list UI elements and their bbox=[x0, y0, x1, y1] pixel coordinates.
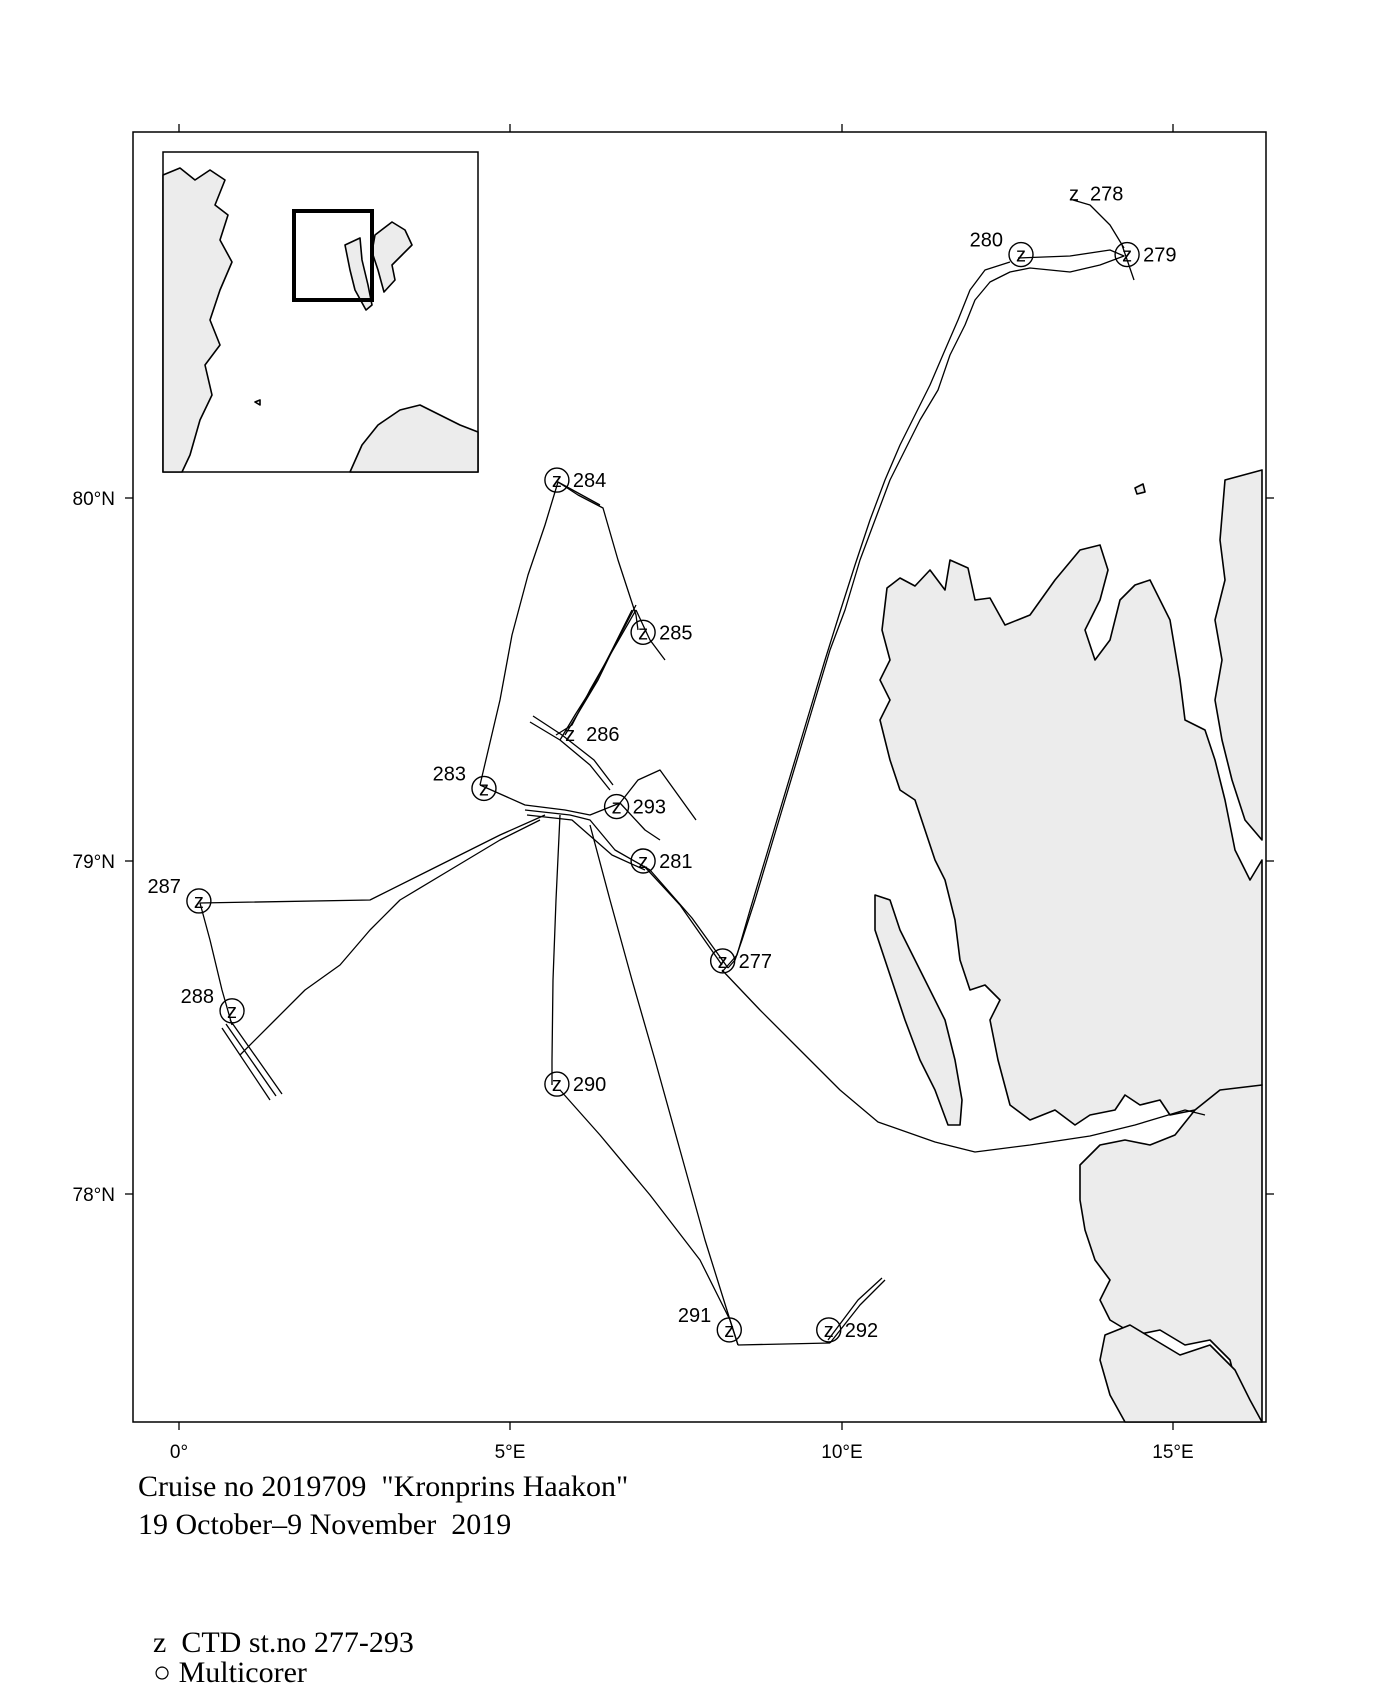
station-label-290: 290 bbox=[573, 1074, 606, 1096]
ctd-marker-285: z bbox=[638, 622, 648, 644]
multicorer-marker-281 bbox=[630, 848, 656, 874]
inset-greenland bbox=[162, 167, 233, 473]
cruise-caption-line1: Cruise no 2019709 "Kronprins Haakon" bbox=[138, 1470, 629, 1503]
multicorer-marker-285 bbox=[630, 619, 656, 646]
ctd-marker-284: z bbox=[552, 470, 562, 492]
multicorer-marker-283 bbox=[471, 775, 497, 802]
ctd-marker-288: z bbox=[227, 1001, 237, 1023]
multicorer-marker-284 bbox=[544, 467, 570, 493]
lon-tick-15e: 15°E bbox=[1152, 1442, 1193, 1463]
ctd-marker-291: z bbox=[724, 1320, 734, 1342]
axis-ticks bbox=[125, 124, 1274, 1430]
station-label-286: 286 bbox=[586, 724, 619, 746]
station-label-277: 277 bbox=[739, 951, 772, 973]
station-label-278: 278 bbox=[1090, 184, 1123, 206]
ctd-marker-293: z bbox=[612, 797, 622, 819]
ctd-marker-283: z bbox=[479, 778, 489, 800]
station-label-284: 284 bbox=[573, 470, 606, 492]
multicorer-marker-288 bbox=[219, 998, 245, 1024]
lat-tick-80n: 80°N bbox=[73, 489, 115, 510]
ctd-marker-279: z bbox=[1122, 245, 1132, 267]
ctd-marker-286: z bbox=[565, 724, 575, 746]
multicorer-marker-280 bbox=[1008, 241, 1034, 268]
inset-bear-island bbox=[254, 399, 261, 406]
lon-tick-5e: 5°E bbox=[495, 1442, 526, 1463]
multicorer-marker-290 bbox=[544, 1071, 570, 1097]
station-label-293: 293 bbox=[633, 797, 666, 819]
station-label-292: 292 bbox=[845, 1320, 878, 1342]
svalbard-land bbox=[874, 469, 1263, 1423]
lon-tick-10e: 10°E bbox=[821, 1442, 862, 1463]
multicorer-marker-279 bbox=[1114, 241, 1140, 268]
lat-tick-78n: 78°N bbox=[73, 1185, 115, 1206]
ctd-marker-277: z bbox=[718, 951, 728, 973]
station-label-285: 285 bbox=[659, 622, 692, 644]
inset-map bbox=[162, 151, 479, 473]
multicorer-marker-287 bbox=[186, 888, 212, 914]
multicorer-marker-293 bbox=[603, 793, 630, 820]
station-label-283: 283 bbox=[433, 763, 466, 785]
cruise-track bbox=[199, 199, 1206, 1346]
cruise-track-map: 0° 5°E 10°E 15°E 80°N 79°N 78°N z 277 z 278… bbox=[73, 124, 1274, 1463]
ctd-marker-287: z bbox=[194, 891, 204, 913]
inset-study-area-box bbox=[292, 209, 374, 302]
stations: z 277 z 278 z 279 z 280 z 281 z 283 z 284 z 285 z 286 z 287… bbox=[148, 184, 1176, 1343]
ctd-marker-292: z bbox=[824, 1320, 834, 1342]
station-label-279: 279 bbox=[1143, 245, 1176, 267]
inset-svalbard bbox=[344, 221, 413, 311]
cruise-caption-line2: 19 October–9 November 2019 bbox=[138, 1508, 512, 1541]
multicorer-marker-291 bbox=[716, 1317, 742, 1343]
multicorer-symbol: ○ bbox=[153, 1656, 172, 1689]
ctd-symbol: z bbox=[153, 1626, 167, 1659]
lat-tick-79n: 79°N bbox=[73, 852, 115, 873]
station-label-281: 281 bbox=[659, 851, 692, 873]
inset-norway bbox=[349, 404, 479, 473]
station-label-288: 288 bbox=[181, 986, 214, 1008]
multicorer-legend-label: Multicorer bbox=[178, 1656, 307, 1689]
station-label-287: 287 bbox=[148, 876, 181, 898]
ctd-marker-280: z bbox=[1016, 245, 1026, 267]
station-label-291: 291 bbox=[678, 1305, 711, 1327]
station-label-280: 280 bbox=[970, 230, 1003, 252]
ctd-marker-290: z bbox=[552, 1074, 562, 1096]
lon-tick-0: 0° bbox=[170, 1442, 188, 1463]
multicorer-marker-292 bbox=[816, 1317, 842, 1343]
ctd-marker-281: z bbox=[638, 851, 648, 873]
ctd-marker-278: z bbox=[1069, 184, 1079, 206]
multicorer-marker-277 bbox=[709, 948, 736, 974]
legend-multicorer: ○ Multicorer bbox=[138, 1622, 307, 1690]
